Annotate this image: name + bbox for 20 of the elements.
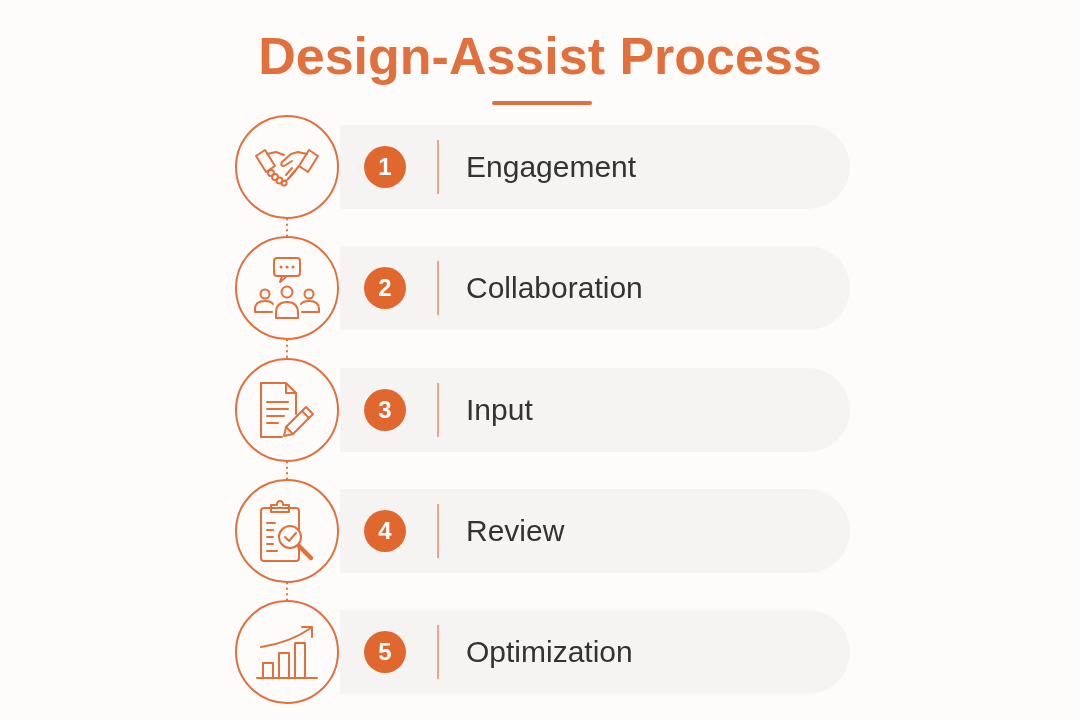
step-band bbox=[340, 368, 850, 452]
step-label: Collaboration bbox=[466, 270, 643, 306]
step-band bbox=[340, 489, 850, 573]
dotted-connector bbox=[286, 461, 288, 480]
dotted-connector bbox=[286, 582, 288, 601]
step-band bbox=[340, 125, 850, 209]
step-label: Engagement bbox=[466, 149, 637, 185]
step-label: Optimization bbox=[466, 634, 633, 670]
step-number-badge: 4 bbox=[364, 510, 406, 552]
step-label: Review bbox=[466, 513, 565, 549]
title: Design-Assist Process bbox=[258, 26, 822, 86]
step-number-badge: 3 bbox=[364, 389, 406, 431]
step-label: Input bbox=[466, 392, 533, 428]
step-number-badge: 1 bbox=[364, 146, 406, 188]
dotted-connector bbox=[286, 218, 288, 237]
step-number-badge: 2 bbox=[364, 267, 406, 309]
step-band bbox=[340, 246, 850, 330]
step-band bbox=[340, 610, 850, 694]
dotted-connector bbox=[286, 339, 288, 359]
step-number-badge: 5 bbox=[364, 631, 406, 673]
